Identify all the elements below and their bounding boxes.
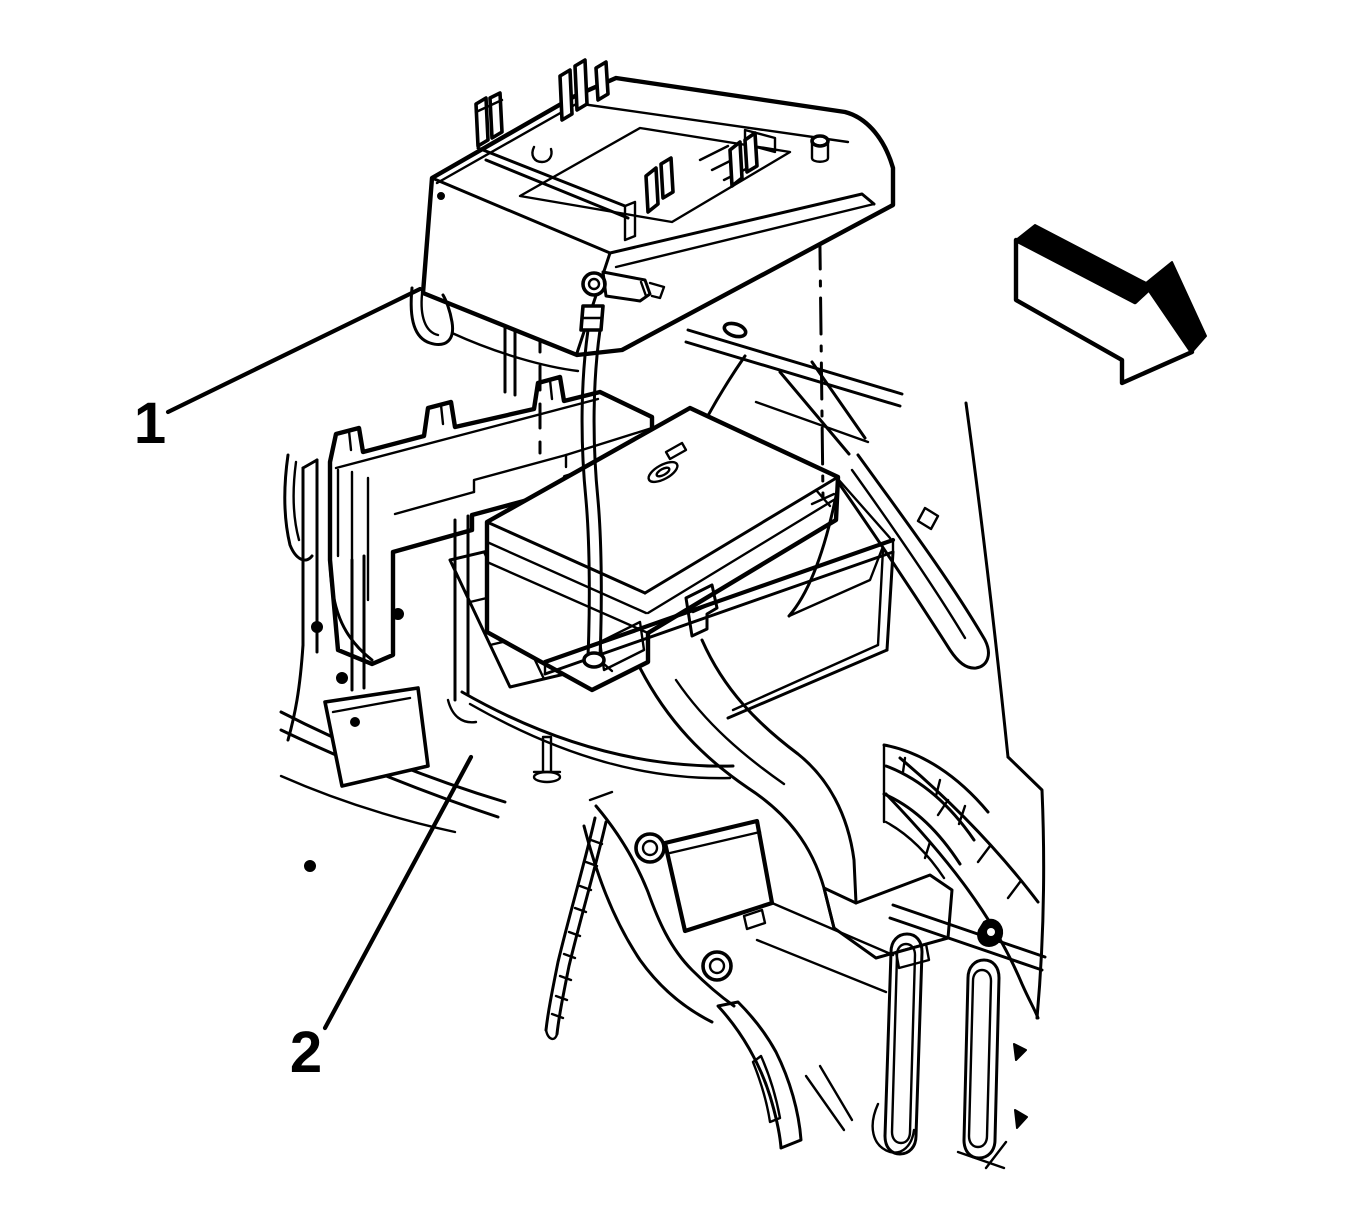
frame-brackets: [544, 743, 1047, 1170]
battery-tray-support: [460, 638, 954, 970]
battery-tray: [542, 477, 896, 720]
direction-arrow-icon: [1013, 224, 1207, 386]
fender-bracket: [836, 401, 1010, 759]
battery: [484, 405, 841, 693]
fuse-block-cover: [409, 58, 896, 373]
callout-2-label: 2: [290, 1020, 322, 1085]
alignment-centerline: [817, 166, 825, 499]
callouts: 1 2: [134, 286, 474, 1085]
callout-2-leader: [322, 754, 474, 1031]
cover-hold-down-rod: [580, 328, 614, 673]
callout-1-leader: [165, 286, 423, 415]
callout-1-label: 1: [134, 391, 166, 456]
battery-vent: [647, 460, 679, 484]
